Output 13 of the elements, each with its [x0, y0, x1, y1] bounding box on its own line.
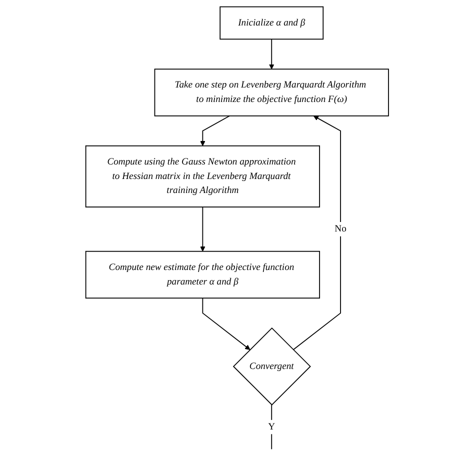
arrow [200, 206, 206, 252]
connector [271, 404, 272, 450]
edge-label: No [334, 224, 346, 234]
arrow [268, 38, 274, 70]
arrow [202, 298, 250, 350]
edge-label: Y [268, 422, 275, 432]
node-diamond: Convergent [232, 327, 311, 406]
node-box: Compute new estimate for the objective function parameter α and β [85, 250, 320, 299]
node-box: Inicialize α and β [219, 6, 324, 40]
arrow [200, 115, 230, 146]
node-box: Take one step on Levenberg Marquardt Algorithm to minimize the objective function F(ω) [154, 68, 389, 116]
node-box: Compute using the Gauss Newton approximation to Hessian matrix in the Levenberg Marquardt training Algorithm [85, 145, 320, 208]
arrow [292, 116, 341, 350]
